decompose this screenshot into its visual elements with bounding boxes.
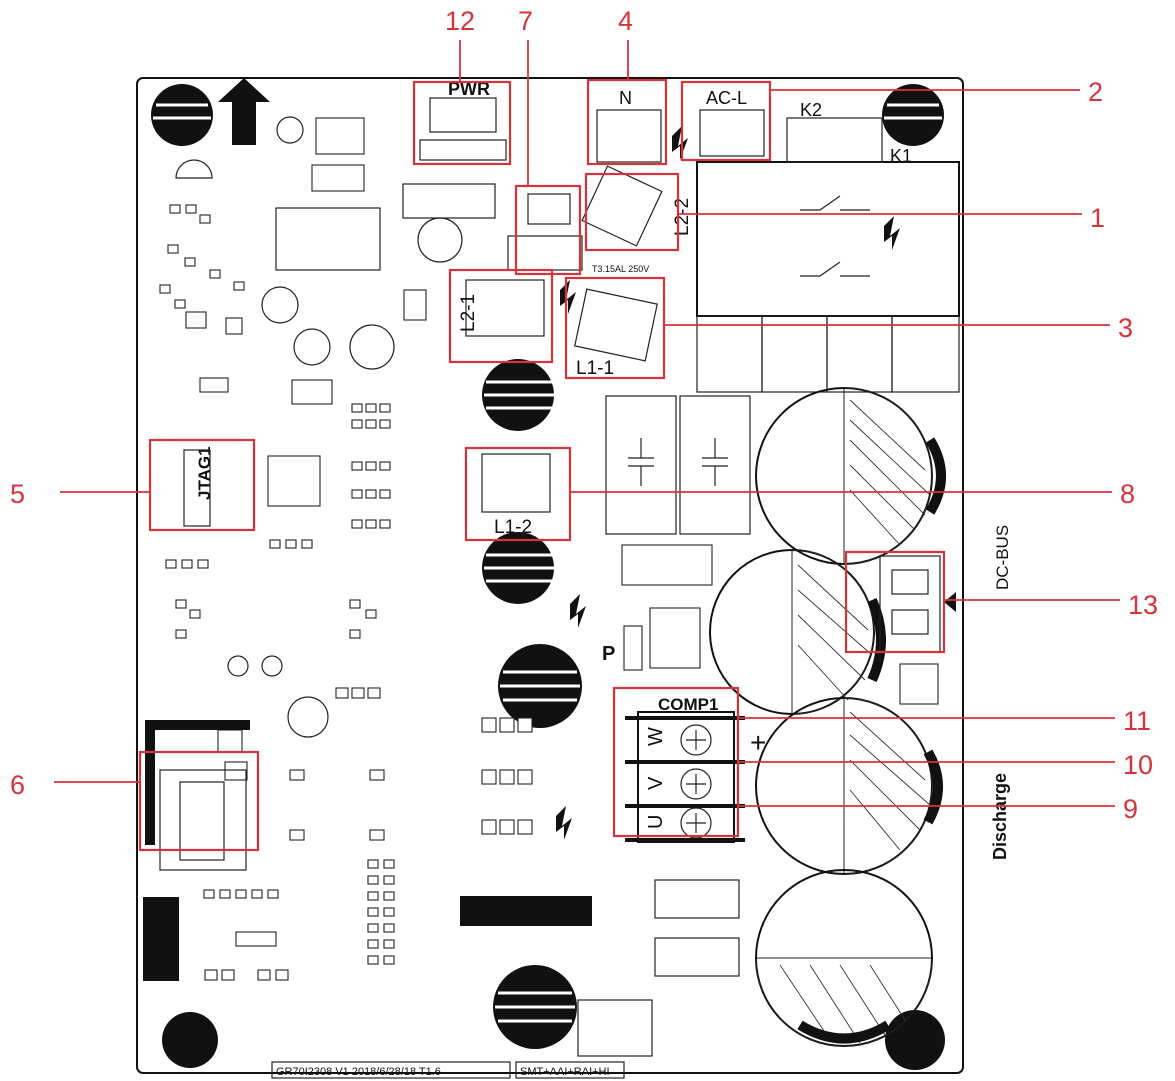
dc-bus-pointer-icon (944, 592, 956, 612)
label-pin-u: U (645, 815, 667, 829)
label-plus: + (750, 727, 766, 758)
label-discharge: Discharge (990, 773, 1010, 860)
label-l2-2: L2-2 (672, 198, 693, 236)
label-l1-1: L1-1 (576, 358, 614, 379)
callout-12: 12 (412, 6, 512, 166)
callout-8: 8 (464, 446, 1135, 542)
direction-arrow-icon (218, 78, 270, 145)
label-k1: K1 (890, 146, 912, 166)
callout-13: 13 (844, 550, 1158, 654)
svg-text:6: 6 (10, 770, 25, 800)
svg-text:1: 1 (1090, 203, 1105, 233)
callout-2: 2 (680, 77, 1103, 162)
film-cap (605, 395, 677, 535)
smd-pads (185, 117, 939, 947)
svg-text:7: 7 (518, 6, 533, 36)
callout-5: 5 (10, 438, 256, 532)
relay-terminals (696, 315, 960, 393)
callout-10: 10 (738, 750, 1153, 780)
label-l2-1: L2-1 (458, 294, 479, 332)
callout-3b (448, 268, 554, 364)
label-pin-v: V (645, 776, 667, 790)
svg-text:13: 13 (1128, 590, 1158, 620)
callout-7: 7 (514, 6, 582, 276)
callout-9: 9 (738, 794, 1138, 824)
callout-4: 4 (586, 6, 668, 166)
label-comp1: COMP1 (658, 695, 718, 714)
label-n: N (619, 88, 632, 108)
label-pwr: PWR (448, 79, 490, 99)
svg-text:9: 9 (1123, 794, 1138, 824)
svg-text:10: 10 (1123, 750, 1153, 780)
svg-text:8: 8 (1120, 479, 1135, 509)
mcu-chip (179, 781, 225, 861)
label-fuse: T3.15AL 250V (592, 264, 649, 274)
label-p: P (602, 643, 615, 665)
callout-3: 3 (564, 276, 1133, 380)
svg-text:3: 3 (1118, 313, 1133, 343)
film-cap (679, 395, 751, 535)
svg-text:2: 2 (1088, 77, 1103, 107)
svg-text:11: 11 (1123, 706, 1151, 736)
heatsink-block (143, 897, 179, 981)
footer-right-text: SMT+AAI+RAI+HI (520, 1066, 610, 1078)
transformer (275, 207, 381, 271)
callout-1: 1 (584, 172, 1105, 252)
label-k2: K2 (800, 100, 822, 120)
callout-6: 6 (10, 750, 260, 852)
svg-text:4: 4 (618, 6, 633, 36)
footer-left-text: GR70I2308 V1 2018/6/28/18 T1.6 (276, 1066, 441, 1078)
svg-text:12: 12 (445, 6, 475, 36)
mount-hole (151, 84, 213, 146)
relay-k2 (786, 117, 883, 163)
mount-hole (162, 1012, 218, 1068)
board-outline (136, 77, 964, 1074)
label-ac-l: AC-L (706, 88, 747, 108)
relay-k1 (696, 161, 960, 317)
label-dc-bus: DC-BUS (993, 525, 1012, 590)
mount-hole (885, 1010, 945, 1070)
comp1-terminal (625, 711, 745, 843)
label-l1-2: L1-2 (494, 517, 532, 538)
shunt-block (460, 896, 592, 926)
label-jtag: JTAG1 (195, 446, 214, 500)
svg-text:5: 5 (10, 479, 25, 509)
mount-hole (882, 84, 944, 146)
bulk-capacitors (709, 387, 946, 1047)
label-pin-w: W (645, 727, 667, 746)
high-voltage-icon (556, 126, 900, 840)
